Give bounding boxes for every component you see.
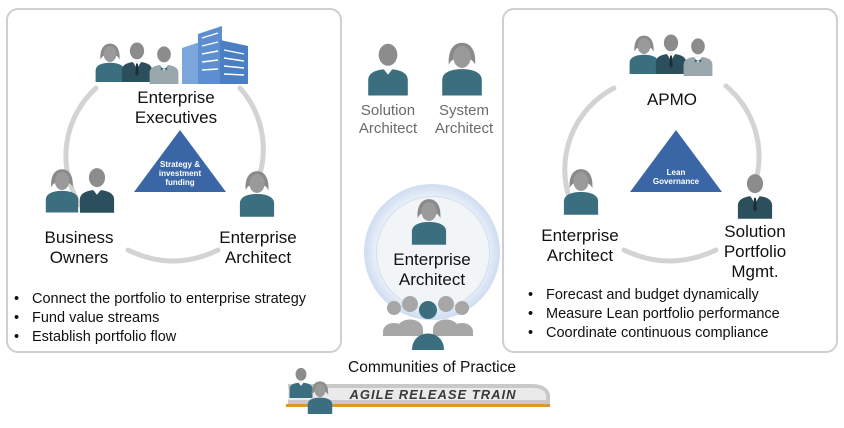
enterprise-architect-label: Enterprise Architect: [541, 226, 619, 265]
strategy-triangle: [134, 130, 226, 192]
person-icon: [238, 168, 276, 218]
apmo-label: APMO: [646, 90, 698, 109]
business-owners-label: Business Owners: [44, 228, 114, 267]
left-bullet-list: Connect the portfolio to enterprise stra…: [8, 290, 306, 347]
list-item: Establish portfolio flow: [8, 328, 306, 347]
solution-architect-label: Solution Architect: [358, 102, 418, 137]
person-icon: [682, 36, 714, 76]
communities-of-practice-label: Communities of Practice: [348, 359, 516, 376]
list-item: Connect the portfolio to enterprise stra…: [8, 290, 306, 309]
person-icon: [366, 40, 410, 96]
center-enterprise-architect-label: Enterprise Architect: [393, 250, 471, 289]
executives-group: [94, 24, 254, 86]
system-architect-label: System Architect: [434, 102, 494, 137]
solution-portfolio-label: Solution Portfolio Mgmt.: [723, 222, 787, 281]
list-item: Fund value streams: [8, 309, 306, 328]
right-bullet-list: Forecast and budget dynamically Measure …: [522, 286, 780, 343]
triangle-label: Strategy & investment funding: [158, 160, 202, 187]
crowd-icon: [383, 296, 473, 350]
cycle-ring: [63, 85, 266, 264]
person-icon: [306, 380, 334, 414]
agile-release-train-label: AGILE RELEASE TRAIN: [349, 387, 517, 402]
list-item: Forecast and budget dynamically: [522, 286, 780, 305]
enterprise-executives-label: Enterprise Executives: [134, 88, 218, 127]
lean-portfolio-panel-left: Enterprise Executives Strategy & investm…: [6, 8, 342, 353]
enterprise-architect-label: Enterprise Architect: [219, 228, 297, 267]
person-icon: [44, 166, 80, 214]
person-icon: [148, 44, 180, 84]
person-icon: [440, 40, 484, 96]
cycle-ring: [562, 83, 762, 264]
person-icon: [736, 170, 774, 220]
person-icon: [410, 196, 448, 246]
lean-portfolio-panel-right: APMO Lean Governance Enterprise Architec…: [502, 8, 838, 353]
list-item: Measure Lean portfolio performance: [522, 305, 780, 324]
person-icon: [78, 164, 116, 214]
person-icon: [562, 166, 600, 216]
train-icon: [286, 384, 550, 407]
triangle-label: Lean Governance: [652, 168, 700, 186]
apmo-group: [628, 30, 720, 78]
list-item: Coordinate continuous compliance: [522, 324, 780, 343]
governance-triangle: [630, 130, 722, 192]
building-icon: [182, 26, 248, 84]
